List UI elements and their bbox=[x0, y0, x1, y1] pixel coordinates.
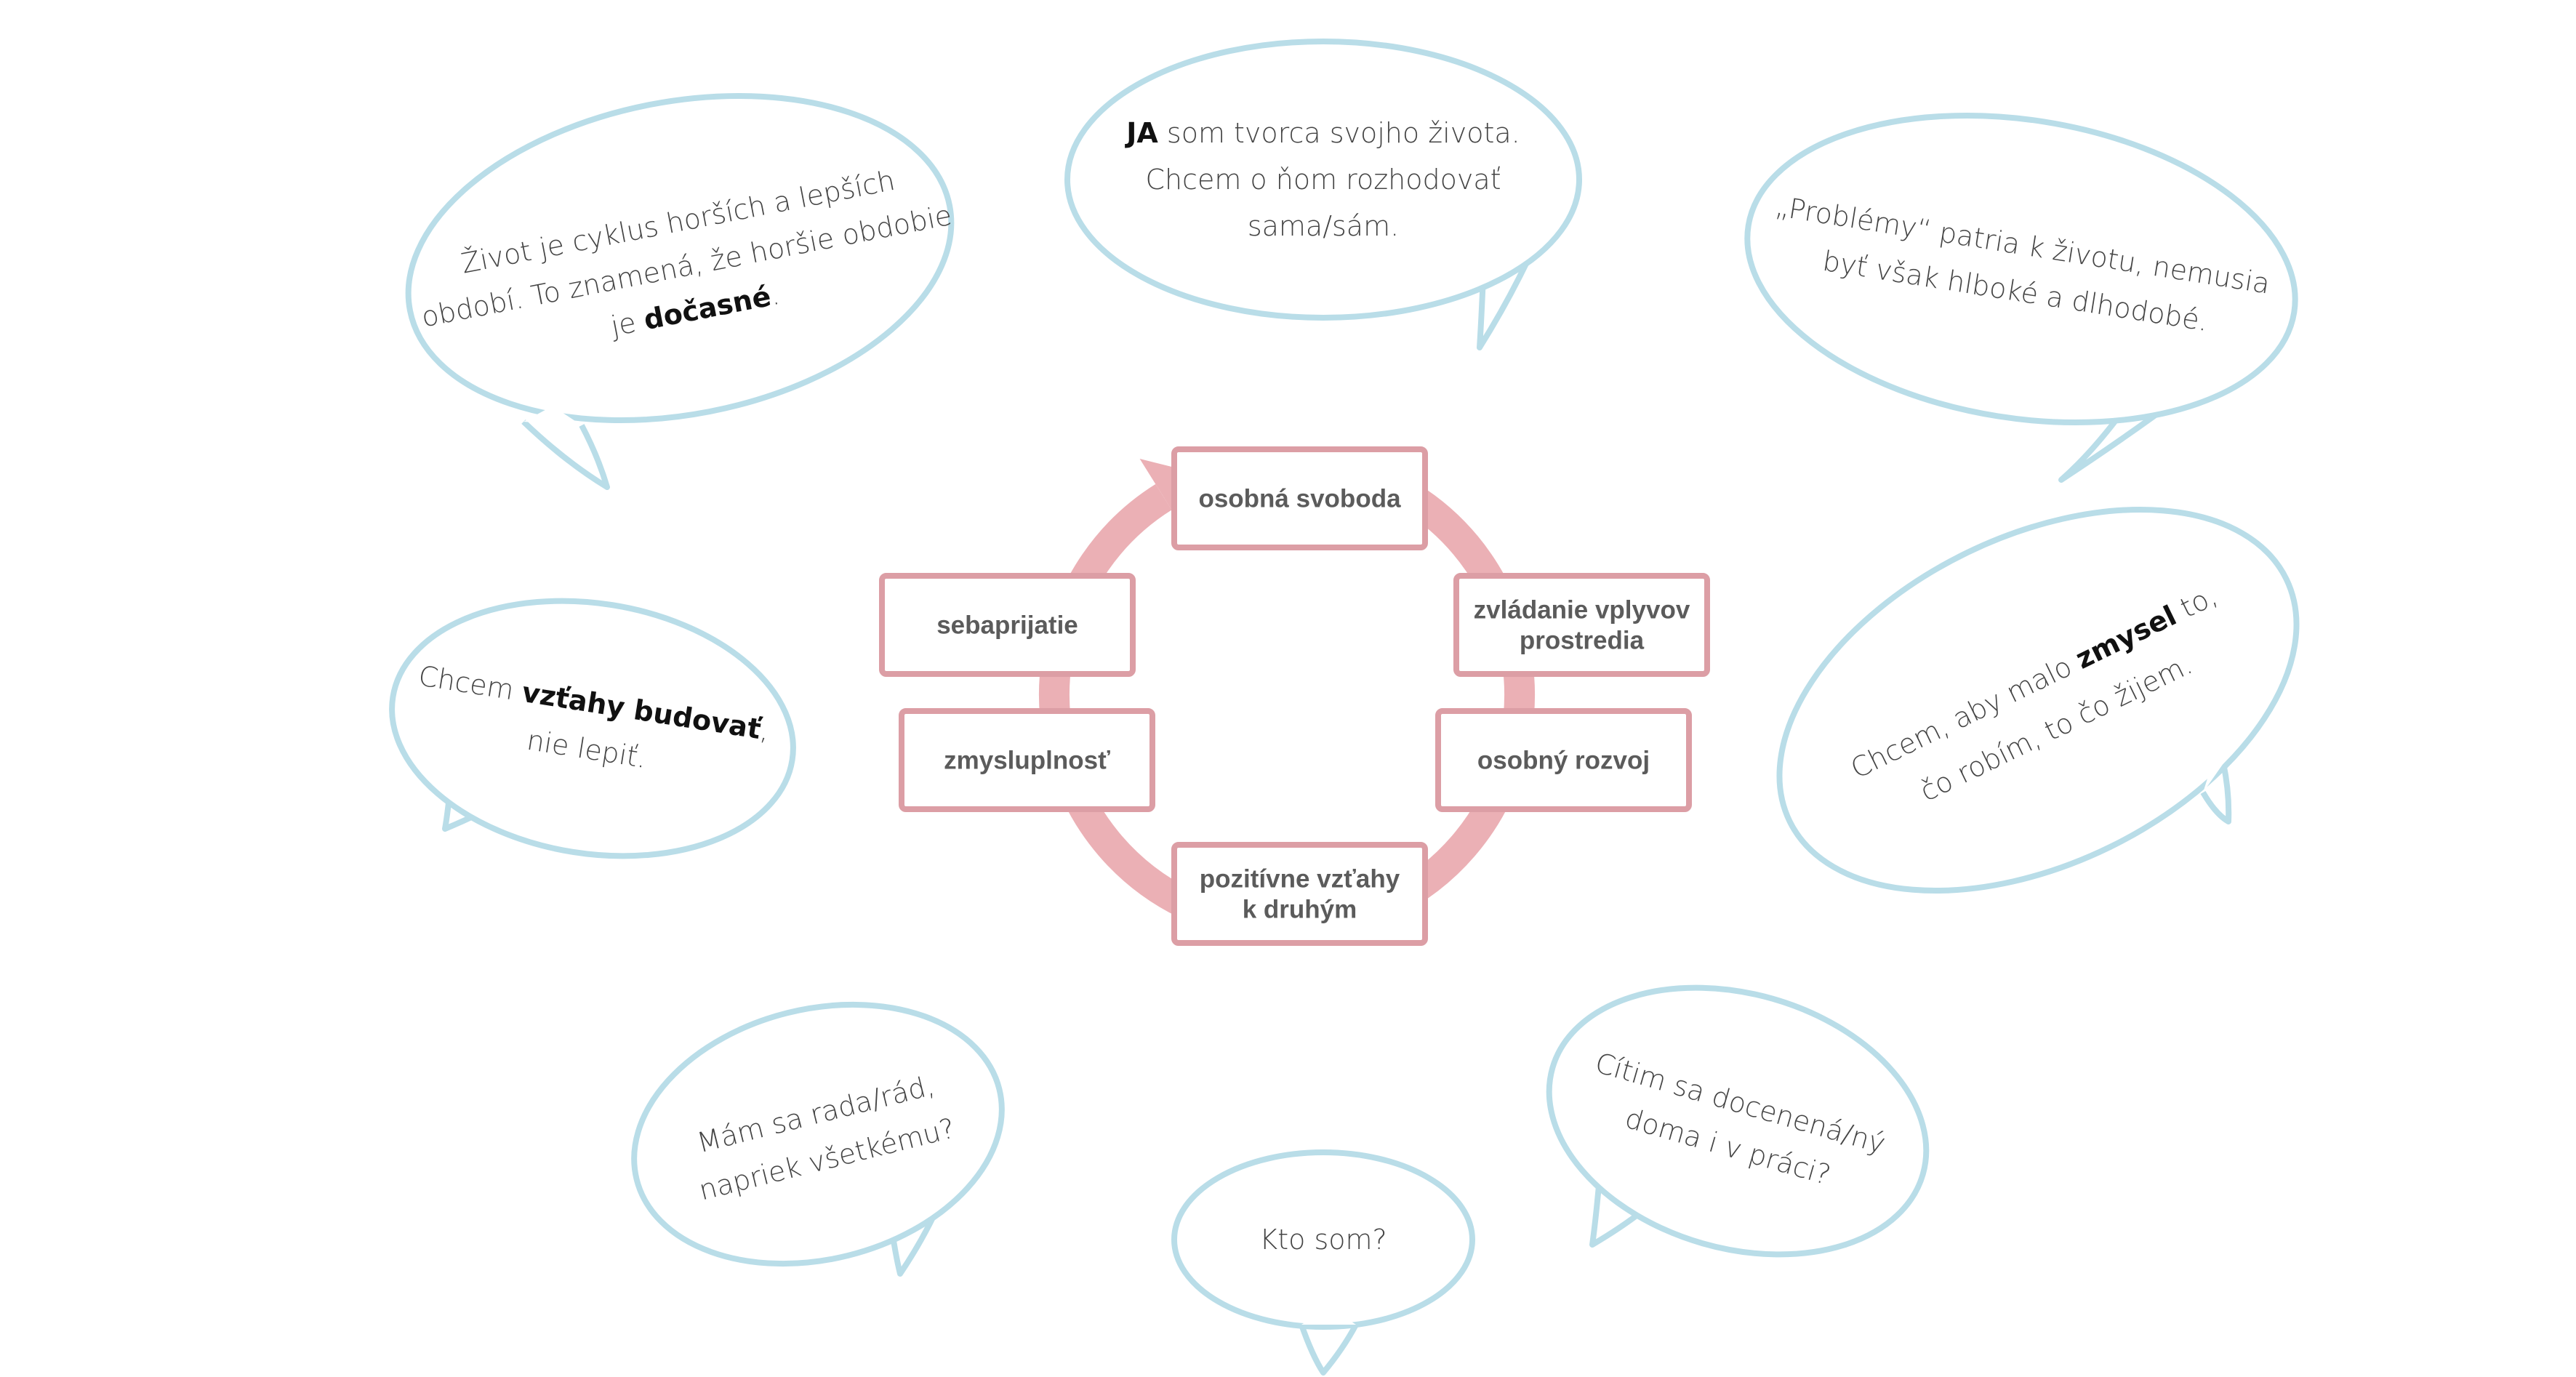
bubble-emphasis: JA bbox=[1124, 117, 1158, 149]
bubble-line: Kto som? bbox=[1259, 1224, 1387, 1256]
bubble-tail-joint bbox=[523, 406, 582, 425]
bubble-outline bbox=[1776, 506, 2300, 894]
bubble-tail-joint bbox=[451, 776, 491, 807]
bubble-vztahy-budovat: Chcem vzťahy budovať,nie lepiť. bbox=[389, 598, 796, 859]
bubble-tail bbox=[521, 419, 610, 490]
bubble-segment: som tvorca svojho života. bbox=[1158, 117, 1520, 149]
box-osobny-rozvoj: osobný rozvoj bbox=[1435, 708, 1692, 812]
bubble-segment: Kto som? bbox=[1259, 1224, 1387, 1256]
box-label: k druhým bbox=[1243, 896, 1357, 924]
bubble-tail-joint bbox=[1301, 1307, 1356, 1325]
box-zmysluplnost: zmysluplnosť bbox=[899, 708, 1155, 812]
box-label: zvládanie vplyvov bbox=[1474, 596, 1690, 625]
bubble-tail bbox=[1299, 1323, 1359, 1376]
box-frame bbox=[1171, 446, 1428, 550]
box-osobna-svoboda: osobná svoboda bbox=[1171, 446, 1428, 550]
box-sebaprijatie: sebaprijatie bbox=[879, 573, 1136, 677]
box-frame bbox=[1171, 842, 1428, 946]
bubble-outline bbox=[389, 598, 796, 859]
bubble-line: sama/sám. bbox=[1248, 210, 1399, 242]
bubble-text: Kto som? bbox=[1259, 1224, 1387, 1256]
bubble-line: Chcem o ňom rozhodovať bbox=[1145, 164, 1501, 196]
box-frame bbox=[1453, 573, 1710, 677]
bubble-outline bbox=[405, 92, 955, 424]
bubble-tail-joint bbox=[2123, 386, 2181, 411]
box-frame bbox=[899, 708, 1155, 812]
bubble-segment: je bbox=[608, 305, 648, 342]
bubble-tail-joint bbox=[891, 1197, 938, 1221]
bubble-outline bbox=[1546, 984, 1930, 1258]
box-frame bbox=[879, 573, 1136, 677]
box-label: prostredia bbox=[1520, 627, 1645, 655]
bubble-tail-joint bbox=[1483, 248, 1530, 276]
bubble-segment: Chcem o ňom rozhodovať bbox=[1145, 164, 1501, 196]
bubble-outline bbox=[1744, 112, 2298, 426]
wellbeing-boxes: osobná svoboda zvládanie vplyvovprostredi… bbox=[879, 446, 1710, 946]
box-label: osobný rozvoj bbox=[1477, 747, 1650, 775]
bubble-outline bbox=[1064, 39, 1582, 321]
box-frame bbox=[1435, 708, 1692, 812]
box-label: osobná svoboda bbox=[1198, 485, 1401, 513]
bubble-line: JA som tvorca svojho života. bbox=[1124, 117, 1520, 149]
box-label: zmysluplnosť bbox=[944, 747, 1110, 775]
bubble-tail bbox=[2200, 763, 2232, 824]
speech-bubbles: Život je cyklus horších a lepšíchobdobí.… bbox=[389, 39, 2300, 1376]
bubble-mam-sa-rada: Mám sa rada/rád,napriek všetkému? bbox=[631, 1001, 1005, 1277]
bubble-tail-joint bbox=[2203, 760, 2223, 792]
bubble-text: JA som tvorca svojho života. Chcem o ňom … bbox=[1124, 117, 1520, 242]
bubble-zmysel: Chcem, aby malo zmysel to,čo robím, to č… bbox=[1776, 506, 2300, 894]
bubble-tail-joint bbox=[1600, 1176, 1643, 1211]
box-label: pozitívne vzťahy bbox=[1200, 865, 1400, 894]
box-label: sebaprijatie bbox=[936, 611, 1078, 640]
bubble-outline bbox=[1171, 1149, 1475, 1330]
bubble-outline bbox=[631, 1001, 1005, 1267]
bubble-segment: sama/sám. bbox=[1248, 210, 1399, 242]
bubble-kto-som: Kto som? bbox=[1171, 1149, 1475, 1376]
bubble-zivot-je-cyklus: Život je cyklus horších a lepšíchobdobí.… bbox=[405, 92, 955, 490]
bubble-ja-som-tvorca: JA som tvorca svojho života. Chcem o ňom … bbox=[1064, 39, 1582, 350]
